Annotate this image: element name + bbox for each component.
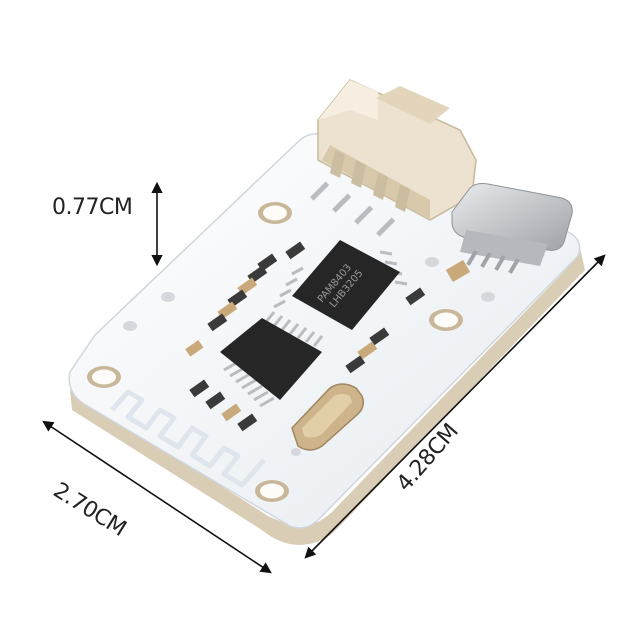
jst-connector	[310, 79, 477, 237]
height-dimension-label: 0.77CM	[52, 195, 133, 220]
dimension-arrows	[42, 181, 606, 574]
